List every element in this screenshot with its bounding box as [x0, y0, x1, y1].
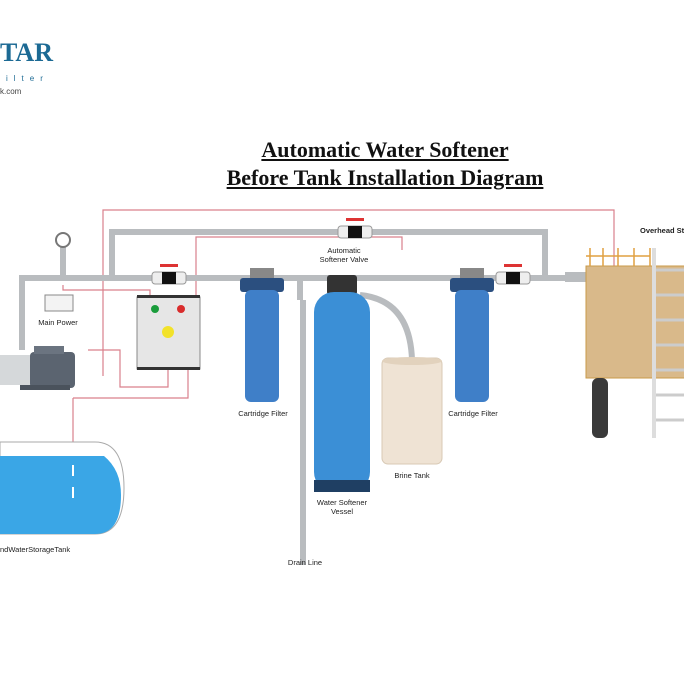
- brand-url[interactable]: k.com: [0, 87, 22, 96]
- label-brine-tank: Brine Tank: [394, 471, 430, 480]
- label-overhead-tank: Overhead St: [640, 226, 684, 235]
- brand-tagline: ilter: [6, 74, 49, 83]
- control-panel: [136, 295, 201, 370]
- underground-water-tank: [0, 441, 125, 535]
- main-power-meter: [44, 294, 74, 312]
- brand-logo: TAR: [0, 38, 53, 67]
- label-softener-valve: Automatic Softener Valve: [319, 246, 369, 264]
- pressure-gauge: [55, 232, 71, 248]
- water-pump: [0, 346, 75, 390]
- ball-valves: [151, 218, 531, 285]
- label-cartridge-filter-2: Cartridge Filter: [448, 409, 498, 418]
- label-drain-line: Drain Line: [287, 558, 323, 567]
- cartridge-filter-2: [450, 268, 494, 402]
- label-main-power: Main Power: [38, 318, 78, 327]
- overhead-tank: [565, 248, 684, 438]
- label-underground-tank: ndWaterStorageTank: [0, 545, 71, 554]
- label-cartridge-filter-1: Cartridge Filter: [238, 409, 288, 418]
- cartridge-filter-1: [240, 268, 284, 402]
- brine-tank: [381, 357, 443, 465]
- diagram-title-line2: Before Tank Installation Diagram: [226, 165, 544, 190]
- label-softener-vessel: Water Softener Vessel: [316, 498, 368, 516]
- diagram-title-line1: Automatic Water Softener: [261, 137, 509, 162]
- water-softener-vessel: [314, 275, 370, 492]
